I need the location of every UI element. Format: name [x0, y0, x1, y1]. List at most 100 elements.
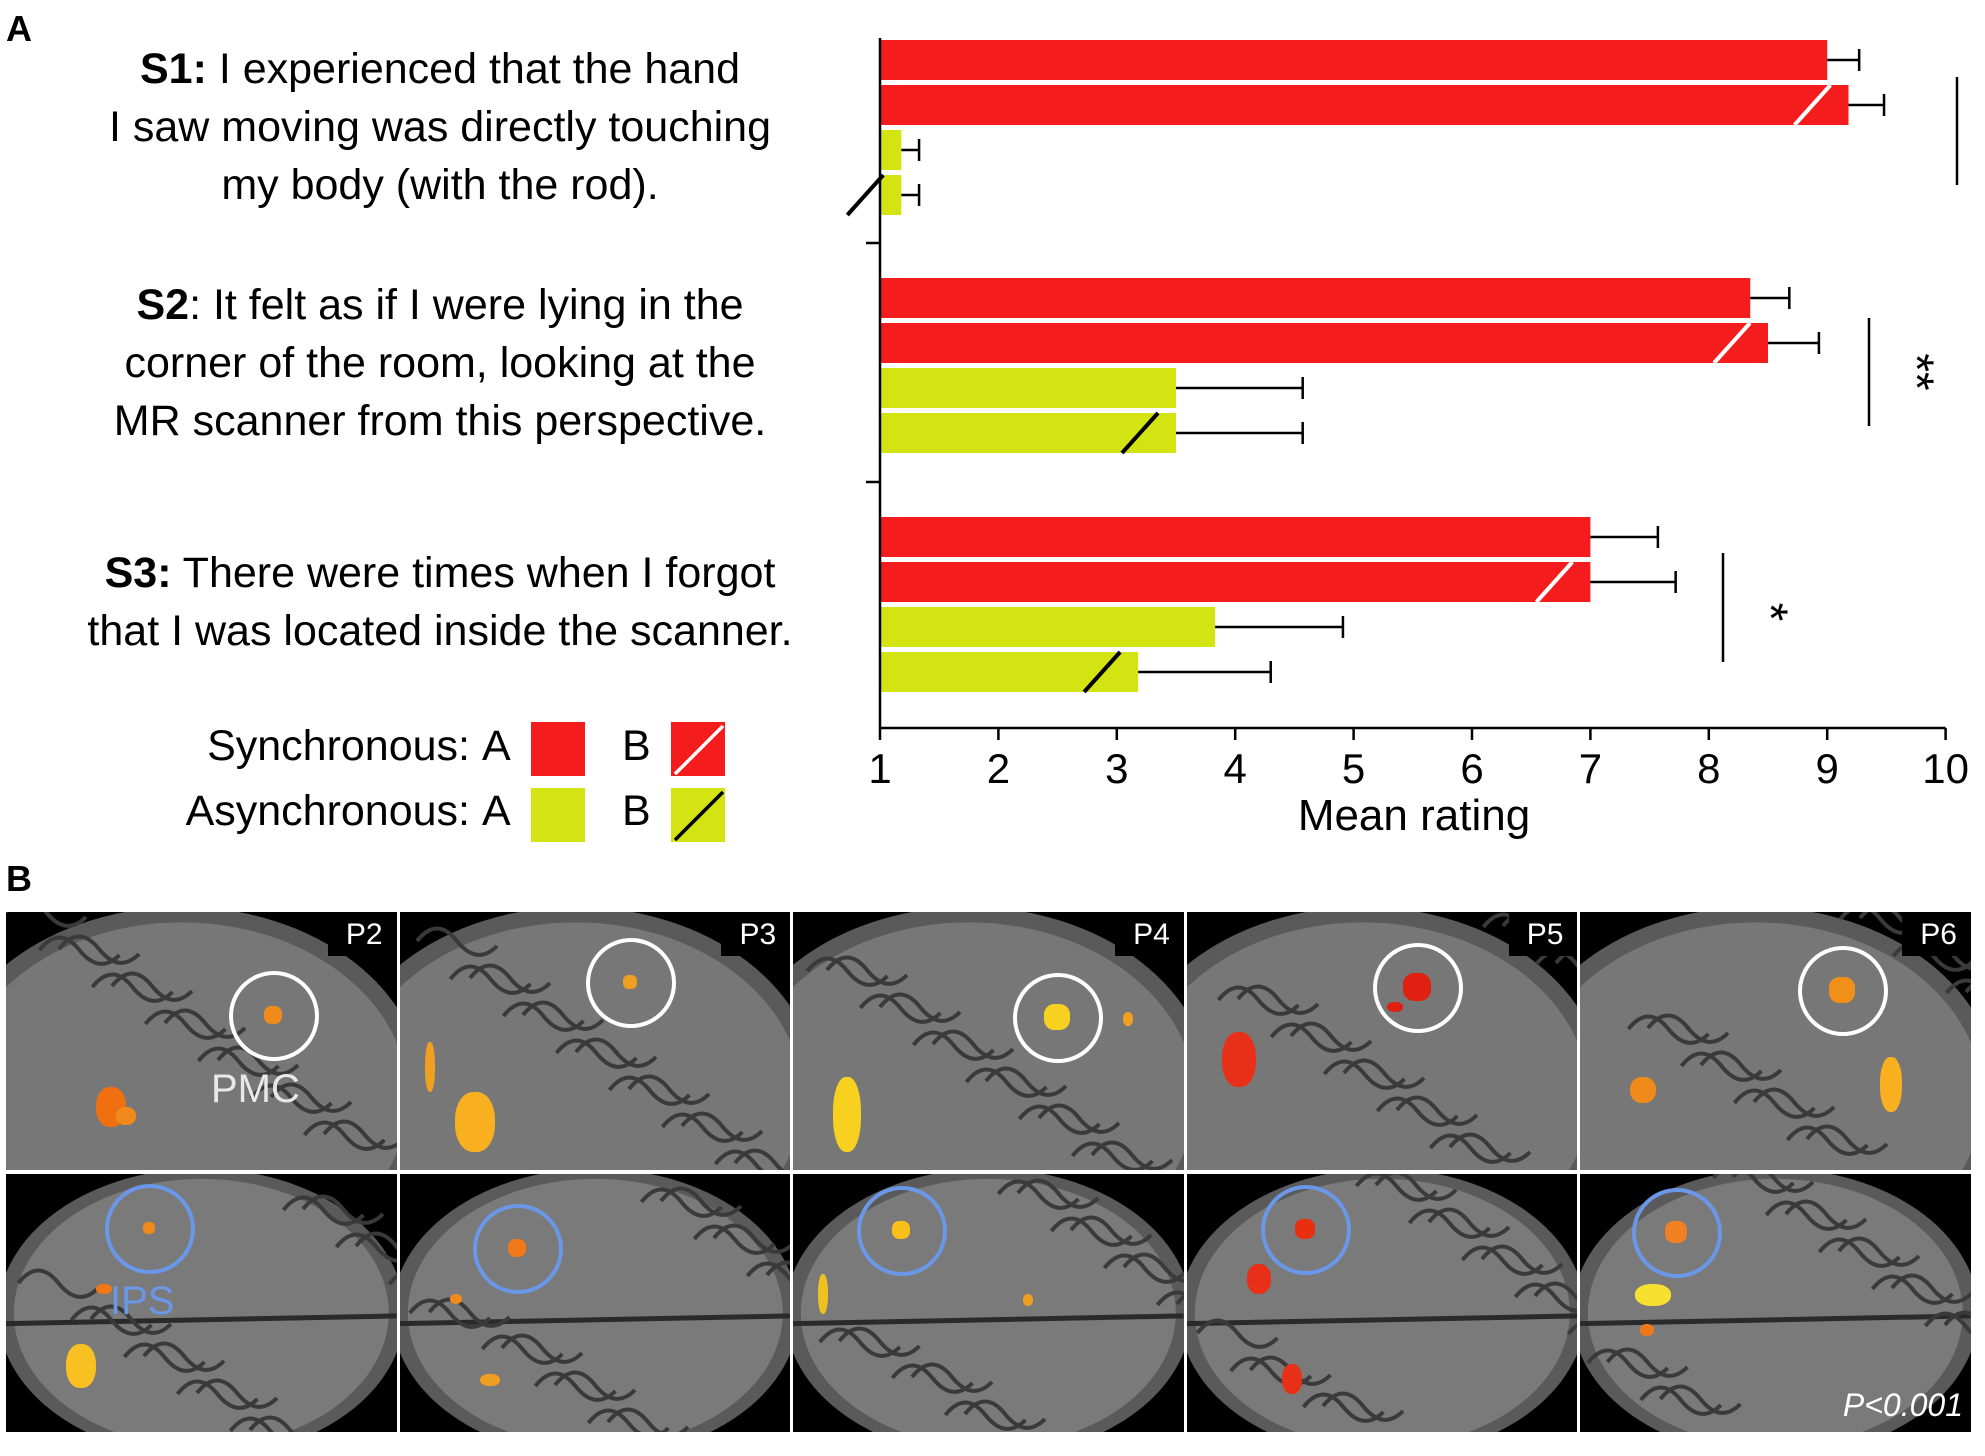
mri-slice	[1186, 1174, 1578, 1432]
x-tick-label: 6	[1460, 745, 1483, 792]
question-id: S3:	[104, 549, 172, 597]
question-text: that I was located inside the scanner.	[87, 607, 793, 655]
bar-s1-s3	[880, 130, 902, 170]
activation-blob	[454, 1092, 495, 1152]
participant-label: P2	[327, 912, 397, 956]
mri-slice	[793, 1174, 1184, 1432]
pmc-circle	[1372, 943, 1463, 1033]
x-tick-label: 1	[868, 745, 891, 792]
x-tick-label: 9	[1816, 745, 1839, 792]
x-tick-label: 5	[1342, 745, 1365, 792]
legend-sync-b: B	[622, 722, 651, 770]
roi-activation	[1044, 1004, 1071, 1030]
swatch-async-b	[671, 788, 725, 842]
pmc-label: PMC	[211, 1067, 300, 1111]
bar-hatch	[1082, 650, 1122, 694]
axial-slice-p5	[1186, 1174, 1578, 1432]
bar-s3-s3	[880, 607, 1216, 647]
ips-label: IPS	[110, 1279, 175, 1323]
bar-hatch	[1534, 560, 1574, 604]
activation-blob	[1246, 1264, 1271, 1294]
activation-blob	[1880, 1057, 1903, 1112]
swatch-sync-a	[531, 722, 585, 776]
roi-activation	[1829, 977, 1856, 1003]
legend-sync-a: A	[482, 722, 511, 770]
participant-label: P5	[1508, 912, 1578, 956]
ips-circle	[1260, 1185, 1351, 1275]
ips-circle	[857, 1186, 948, 1276]
roi-activation	[143, 1222, 155, 1234]
legend-sync-label: Synchronous:	[207, 722, 470, 770]
sagittal-slice-p3: P3	[399, 912, 791, 1170]
activation-blob	[449, 1294, 462, 1304]
bar-s3-s1	[880, 517, 1591, 557]
roi-activation	[507, 1239, 526, 1257]
sagittal-slice-p6: P6	[1580, 912, 1971, 1170]
sagittal-slice-p4: P4	[793, 912, 1184, 1170]
activation-blob	[116, 1107, 136, 1125]
roi-activation	[892, 1221, 911, 1239]
roi-activation	[1294, 1219, 1315, 1239]
activation-blob	[96, 1284, 112, 1294]
activation-blob	[1123, 1012, 1134, 1026]
bar-s1-s4	[880, 175, 902, 215]
bar-hatch	[845, 173, 885, 217]
roi-activation	[1665, 1221, 1688, 1243]
axial-slice-p3	[399, 1174, 791, 1432]
activation-blob	[833, 1077, 862, 1152]
question-text: my body (with the rod).	[221, 161, 659, 209]
axial-slice-p6: P<0.001	[1580, 1174, 1971, 1432]
p-value-label: P<0.001	[1842, 1387, 1963, 1423]
significance-stars: **	[1889, 353, 1942, 390]
activation-blob	[66, 1344, 96, 1388]
question-id: S2	[136, 281, 190, 329]
pmc-circle	[229, 971, 319, 1061]
bar-hatch	[1712, 321, 1752, 365]
activation-blob	[1640, 1324, 1655, 1336]
legend-async-a: A	[482, 787, 511, 835]
question-text: There were times when I forgot	[171, 549, 776, 597]
question-line: I saw moving was directly touching	[30, 98, 850, 156]
panel-b-letter: B	[6, 858, 32, 899]
bar-s1-s2	[880, 85, 1849, 125]
ips-circle	[105, 1184, 195, 1274]
question-line: MR scanner from this perspective.	[30, 392, 850, 450]
bar-s1-s1	[880, 40, 1828, 80]
swatch-sync-b	[671, 722, 725, 776]
roi-activation	[1402, 973, 1431, 1001]
participant-label: P4	[1115, 912, 1184, 956]
question-line: that I was located inside the scanner.	[30, 602, 850, 660]
bar-s2-s1	[880, 278, 1751, 318]
question-line: S1: I experienced that the hand	[30, 40, 850, 98]
pmc-circle	[585, 938, 676, 1028]
question-line: S2: It felt as if I were lying in the	[30, 276, 850, 334]
question-text: corner of the room, looking at the	[124, 339, 756, 387]
bar-s3-s4	[880, 652, 1139, 692]
question-line: corner of the room, looking at the	[30, 334, 850, 392]
swatch-async-a	[531, 788, 585, 842]
x-tick-label: 2	[987, 745, 1010, 792]
activation-blob	[479, 1374, 500, 1386]
legend-async-label: Asynchronous:	[185, 787, 470, 835]
pmc-circle	[1798, 946, 1889, 1036]
ips-circle	[1632, 1188, 1723, 1278]
activation-blob	[1281, 1364, 1302, 1394]
activation-blob	[1023, 1294, 1034, 1306]
legend-async-b: B	[622, 787, 651, 835]
participant-label: P3	[721, 912, 791, 956]
bar-s3-s2	[880, 562, 1591, 602]
pmc-circle	[1013, 973, 1104, 1063]
question-id: S1:	[139, 45, 207, 93]
activation-blob	[1635, 1284, 1672, 1306]
x-axis-label: Mean rating	[1298, 791, 1530, 840]
question-s3: S3: There were times when I forgot that I…	[30, 544, 850, 660]
activation-blob	[1221, 1032, 1256, 1087]
question-text: I experienced that the hand	[206, 45, 741, 93]
x-tick-label: 7	[1579, 745, 1602, 792]
participant-label: P6	[1902, 912, 1971, 956]
x-tick-label: 8	[1697, 745, 1720, 792]
x-tick-label: 3	[1105, 745, 1128, 792]
x-tick-label: 4	[1224, 745, 1247, 792]
question-s2: S2: It felt as if I were lying in the cor…	[30, 276, 850, 450]
